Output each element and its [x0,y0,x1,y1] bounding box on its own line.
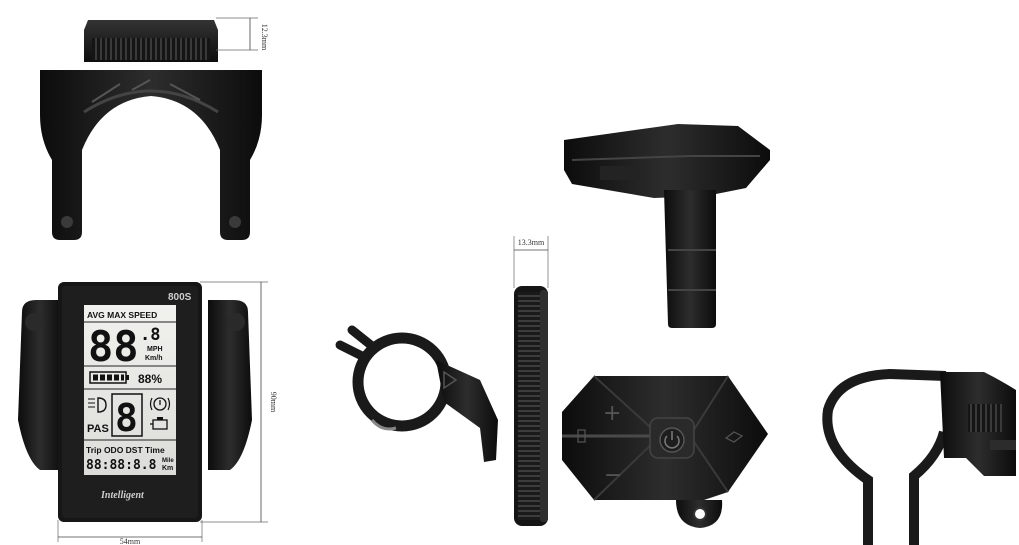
display-front-view: 800S AVG MAX SPEED 88 .8 MPH Km/h 88% [18,282,252,522]
power-button[interactable] [649,417,695,459]
gear-digit: 8 [115,396,138,440]
dimension-display-depth: 13.3mm [513,236,549,288]
dimension-label-display-width: 54mm [120,537,141,545]
dimension-label-display-height: 90mm [269,392,278,413]
minus-icon: − [604,463,622,488]
speed-decimal: .8 [140,325,160,345]
motor-icon [150,417,168,430]
power-icon [664,431,680,449]
dimension-display-width: 54mm [57,520,203,545]
dimension-mount-height: 12.3mm [216,17,269,51]
speed-header: AVG MAX SPEED [87,310,157,320]
display-side-view [335,286,548,526]
trip-digits: 88:88:8.8 [86,458,157,473]
button-pad-clamp-view [822,368,1016,545]
battery-percent: 88% [138,372,162,386]
unit-km: Km [162,465,173,472]
dimension-label-mount-height: 12.3mm [260,24,269,51]
brake-warning-icon [149,397,171,411]
mode-icon [577,429,586,443]
pas-label: PAS [87,423,109,435]
brand-logo: Intelligent [100,490,145,501]
button-pad-front-view: + − [562,375,768,528]
diamond-icon [724,431,744,443]
plus-icon: + [603,401,621,426]
unit-mph: MPH [147,346,163,353]
button-pad-side-view [564,124,770,328]
unit-mile: Mile [162,458,174,464]
unit-kmh: Km/h [145,355,163,362]
battery-icon [89,371,129,384]
headlight-icon [88,397,107,413]
dimension-display-height: 90mm [200,281,278,523]
mount-top-view [40,20,262,240]
model-label: 800S [168,292,192,303]
trip-header: Trip ODO DST Time [86,445,165,455]
speed-digits: 88 [88,322,139,371]
dimension-label-display-depth: 13.3mm [518,238,545,247]
